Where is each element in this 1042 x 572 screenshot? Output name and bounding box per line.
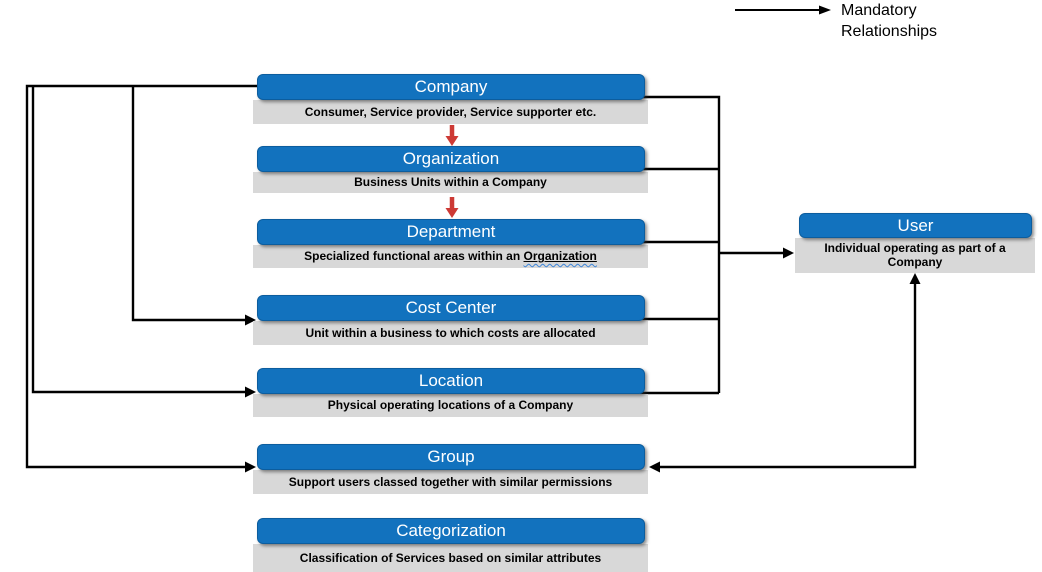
entity-categorization-description: Classification of Services based on simi… (253, 544, 648, 572)
entity-company-title: Company (414, 77, 488, 96)
entity-cost-center-header: Cost Center (257, 295, 645, 321)
entity-cost-center-title: Cost Center (405, 298, 497, 317)
entity-cost-center-description-text: Unit within a business to which costs ar… (305, 325, 596, 340)
entity-cost-center: Cost Center Unit within a business to wh… (253, 295, 648, 345)
entity-department: Department Specialized functional areas … (253, 219, 648, 268)
group-user-connector-path (659, 283, 917, 469)
arrowhead-to-group-right (649, 461, 660, 473)
entity-organization-description: Business Units within a Company (253, 172, 648, 193)
entity-company-description-text: Consumer, Service provider, Service supp… (304, 104, 597, 119)
entity-department-header: Department (257, 219, 645, 245)
entity-user-title: User (897, 216, 934, 235)
entity-department-description-text: Specialized functional areas within an O… (304, 249, 597, 263)
red-arrowhead-department (445, 208, 459, 218)
entity-department-title: Department (406, 222, 496, 241)
right-connector-path (640, 95, 784, 395)
entity-group-title: Group (427, 447, 475, 466)
entity-department-description-before: Specialized functional areas within an (304, 249, 524, 263)
entity-location-title: Location (418, 371, 484, 390)
entity-categorization: Categorization Classification of Service… (253, 518, 648, 572)
entity-organization-header: Organization (257, 146, 645, 172)
entity-user-header: User (799, 213, 1032, 238)
entity-user: User Individual operating as part of a C… (795, 213, 1035, 273)
entity-location-description-text: Physical operating locations of a Compan… (327, 398, 574, 412)
entity-group-header: Group (257, 444, 645, 470)
entity-organization-description-text: Business Units within a Company (354, 175, 547, 189)
entity-company: Company Consumer, Service provider, Serv… (253, 74, 648, 124)
arrowhead-to-group (245, 461, 256, 473)
entity-group: Group Support users classed together wit… (253, 444, 648, 494)
entity-organization-title: Organization (402, 149, 500, 168)
entity-organization: Organization Business Units within a Com… (253, 146, 648, 193)
legend-label: Mandatory Relationships (841, 2, 938, 40)
entity-user-description: Individual operating as part of a Compan… (795, 238, 1035, 273)
entity-company-header: Company (257, 74, 645, 100)
entity-categorization-header: Categorization (257, 518, 645, 544)
arrowhead-to-user (783, 247, 794, 259)
entity-location-header: Location (257, 368, 645, 394)
arrowhead-to-cost-center (245, 314, 256, 326)
entity-cost-center-description: Unit within a business to which costs ar… (253, 321, 648, 345)
entity-categorization-title: Categorization (396, 521, 506, 540)
organization-underlined-text: Organization (524, 249, 597, 263)
legend-arrowhead (819, 5, 831, 15)
entity-location-description: Physical operating locations of a Compan… (253, 394, 648, 417)
entity-group-description: Support users classed together with simi… (253, 470, 648, 494)
entity-company-description: Consumer, Service provider, Service supp… (253, 100, 648, 124)
entity-categorization-description-text: Classification of Services based on simi… (299, 550, 602, 565)
entity-user-description-text: Individual operating as part of a Compan… (824, 241, 1006, 269)
arrowhead-to-user-bottom (909, 273, 921, 284)
arrowhead-to-location (245, 386, 256, 398)
entity-department-description: Specialized functional areas within an O… (253, 245, 648, 268)
left-connector-path (25, 84, 260, 469)
organization-underlined-inner: Organization (523, 249, 597, 263)
entity-location: Location Physical operating locations of… (253, 368, 648, 417)
entity-group-description-text: Support users classed together with simi… (288, 474, 613, 489)
red-arrowhead-organization (445, 136, 459, 146)
